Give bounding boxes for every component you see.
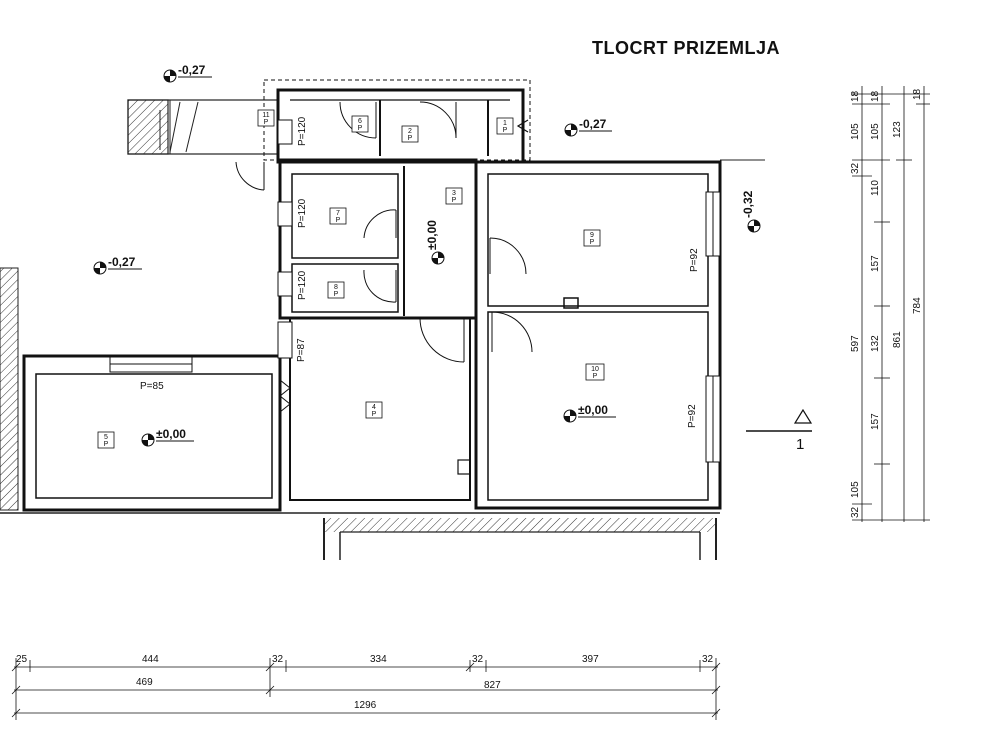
dim-label: 784 xyxy=(912,297,923,314)
window-label: P=120 xyxy=(297,198,308,228)
plan-title: TLOCRT PRIZEMLJA xyxy=(592,38,780,58)
dim-label: 18 xyxy=(870,90,881,102)
svg-text:±0,00: ±0,00 xyxy=(156,427,186,441)
svg-text:-0,27: -0,27 xyxy=(108,255,136,269)
svg-text:P: P xyxy=(590,239,595,246)
windows xyxy=(109,119,721,463)
section-marker: 1 xyxy=(746,408,813,453)
room-tag: 2P xyxy=(401,125,419,143)
window-label: P=120 xyxy=(297,116,308,146)
dim-label: 32 xyxy=(472,654,484,665)
right-dimensions xyxy=(852,86,930,522)
svg-text:-0,32: -0,32 xyxy=(741,190,755,218)
window-label: P=120 xyxy=(297,270,308,300)
svg-text:P: P xyxy=(104,441,109,448)
svg-text:P: P xyxy=(372,411,377,418)
dim-label: 18 xyxy=(850,90,861,102)
dim-label: 105 xyxy=(850,123,861,140)
doors xyxy=(235,101,533,413)
level-marker: ±0,00 xyxy=(425,220,445,265)
level-marker: ±0,00 xyxy=(563,403,616,423)
dim-label: 597 xyxy=(850,335,861,352)
level-marker: -0,27 xyxy=(93,255,142,275)
entry-arrow xyxy=(516,119,529,133)
svg-text:P: P xyxy=(264,119,269,126)
dim-label: 132 xyxy=(870,335,881,352)
room-tag: 4P xyxy=(365,401,383,419)
dim-label: 32 xyxy=(850,162,861,174)
window-label: P=92 xyxy=(687,404,698,428)
window-label: P=87 xyxy=(296,338,307,362)
svg-text:-0,27: -0,27 xyxy=(579,117,607,131)
svg-text:11: 11 xyxy=(262,112,269,119)
room-tag: 3P xyxy=(445,187,463,205)
right-dimension-labels: 18 105 32 597 105 32 18 105 110 157 132 … xyxy=(850,88,923,518)
terrain xyxy=(0,159,765,560)
dim-label: 444 xyxy=(142,654,159,665)
dim-label: 827 xyxy=(484,680,501,691)
level-marker: -0,27 xyxy=(564,117,612,137)
window-labels: P=120 P=120 P=120 P=87 P=85 P=92 P=92 xyxy=(140,116,700,428)
window-label: P=92 xyxy=(689,248,700,272)
bottom-dimensions xyxy=(11,658,721,720)
level-marker: -0,27 xyxy=(163,63,212,83)
svg-text:3: 3 xyxy=(452,190,456,197)
svg-text:P: P xyxy=(336,217,341,224)
svg-text:4: 4 xyxy=(372,404,376,411)
dim-label: 32 xyxy=(272,654,284,665)
level-marker: -0,32 xyxy=(741,190,761,233)
svg-text:P: P xyxy=(452,197,457,204)
svg-text:2: 2 xyxy=(408,128,412,135)
dim-label: 25 xyxy=(16,654,28,665)
staircase xyxy=(127,99,279,155)
room-tag: 8P xyxy=(327,281,345,299)
room-tag: 9P xyxy=(583,229,601,247)
dim-label: 397 xyxy=(582,654,599,665)
svg-text:P: P xyxy=(408,135,413,142)
svg-text:P: P xyxy=(358,125,363,132)
level-markers: -0,27 -0,27 -0,32 -0,27 ±0,00 ±0,00 ±0,0… xyxy=(93,63,761,447)
room-tag: 5P xyxy=(97,431,115,449)
svg-text:7: 7 xyxy=(336,210,340,217)
dim-label: 105 xyxy=(870,123,881,140)
bottom-dimension-labels: 25 444 32 334 32 397 32 469 827 1296 xyxy=(16,654,714,711)
dim-label: 469 xyxy=(136,677,153,688)
level-marker: ±0,00 xyxy=(141,427,194,447)
svg-text:1: 1 xyxy=(503,120,507,127)
svg-text:6: 6 xyxy=(358,118,362,125)
dim-label: 32 xyxy=(702,654,714,665)
svg-text:1: 1 xyxy=(796,436,804,453)
dim-label: 32 xyxy=(850,506,861,518)
room-tag: 6P xyxy=(351,115,369,133)
svg-text:P: P xyxy=(503,127,508,134)
svg-text:P: P xyxy=(334,291,339,298)
svg-text:9: 9 xyxy=(590,232,594,239)
room-tag: 7P xyxy=(329,207,347,225)
dim-label: 123 xyxy=(892,121,903,138)
svg-text:P: P xyxy=(593,373,598,380)
room-tag: 10P xyxy=(585,363,605,381)
dim-label: 334 xyxy=(370,654,387,665)
room-tag: 1P xyxy=(496,117,514,135)
dim-label: 157 xyxy=(870,413,881,430)
svg-text:5: 5 xyxy=(104,434,108,441)
dim-label: 110 xyxy=(870,180,881,196)
dim-label: 105 xyxy=(850,481,861,498)
window-label: P=85 xyxy=(140,381,164,392)
room-tags: 1P 2P 3P 4P 5P 6P 7P 8P 9P 10P 11P xyxy=(97,109,605,449)
svg-text:-0,27: -0,27 xyxy=(178,63,206,77)
svg-text:10: 10 xyxy=(591,366,599,373)
dim-label: 18 xyxy=(912,88,923,100)
svg-text:8: 8 xyxy=(334,284,338,291)
svg-text:±0,00: ±0,00 xyxy=(425,220,439,250)
dim-label: 1296 xyxy=(354,700,377,711)
dim-label: 861 xyxy=(892,331,903,348)
dim-label: 157 xyxy=(870,255,881,272)
room-tag: 11P xyxy=(257,109,275,127)
svg-text:±0,00: ±0,00 xyxy=(578,403,608,417)
